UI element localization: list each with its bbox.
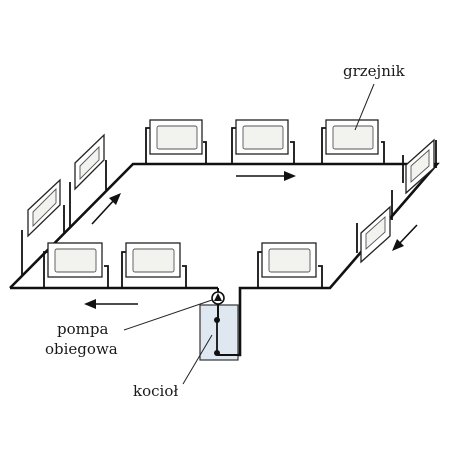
radiator-leader-line	[354, 83, 375, 131]
radiator-left-1	[21, 178, 65, 276]
radiator-front-3	[257, 242, 323, 288]
radiator-label: grzejnik	[343, 62, 406, 80]
arrow-down-left-icon	[392, 224, 418, 251]
arrow-right-icon	[236, 171, 296, 181]
arrow-left-icon	[84, 299, 138, 309]
arrow-up-right-icon	[91, 193, 121, 225]
radiator-back-3	[321, 119, 385, 164]
boiler-leader-line	[182, 334, 213, 385]
radiator-front-2	[121, 242, 187, 288]
radiator-right-1	[402, 138, 437, 195]
radiator-left-2	[69, 133, 107, 228]
pump-icon	[211, 291, 225, 305]
radiator-right-2	[356, 190, 393, 264]
pump-leader-line	[123, 299, 213, 331]
boiler-label: kocioł	[133, 382, 178, 400]
pump-label-line2: obiegowa	[45, 340, 118, 358]
boiler	[199, 288, 240, 361]
radiator-back-1	[145, 119, 207, 164]
radiator-back-2	[231, 119, 295, 164]
pump-label-line1: pompa	[57, 320, 108, 338]
radiator-front-1	[43, 242, 109, 288]
